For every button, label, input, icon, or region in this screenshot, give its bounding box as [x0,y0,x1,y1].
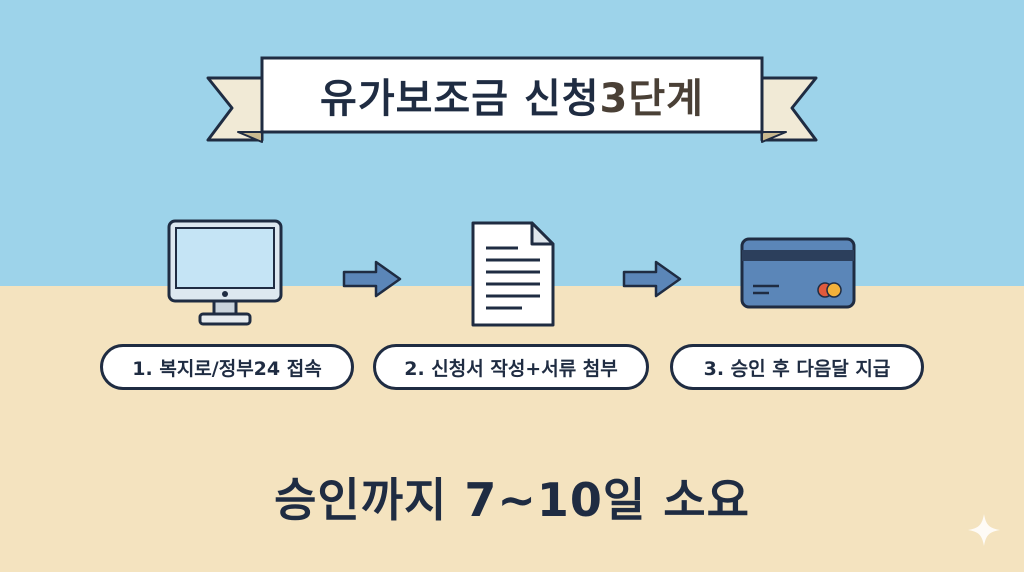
arrow-right-icon [622,260,682,298]
step-1-label: 1. 복지로/정부24 접속 [100,344,354,390]
sand-background [0,286,1024,572]
step-2-label: 2. 신청서 작성+서류 첨부 [373,344,649,390]
monitor-icon [167,219,283,326]
ribbon-banner [206,56,818,143]
banner-title-main: 유가보조금 신청 [320,76,600,122]
sparkle-icon [968,514,1000,546]
step-3-label: 3. 승인 후 다음달 지급 [670,344,924,390]
arrow-right-icon [342,260,402,298]
credit-card-icon [740,237,856,309]
banner-title: 유가보조금 신청 3단계 [262,58,762,132]
document-icon [471,221,555,327]
banner-title-accent: 3단계 [599,76,704,122]
approval-duration-text: 승인까지 7~10일 소요 [274,473,750,527]
